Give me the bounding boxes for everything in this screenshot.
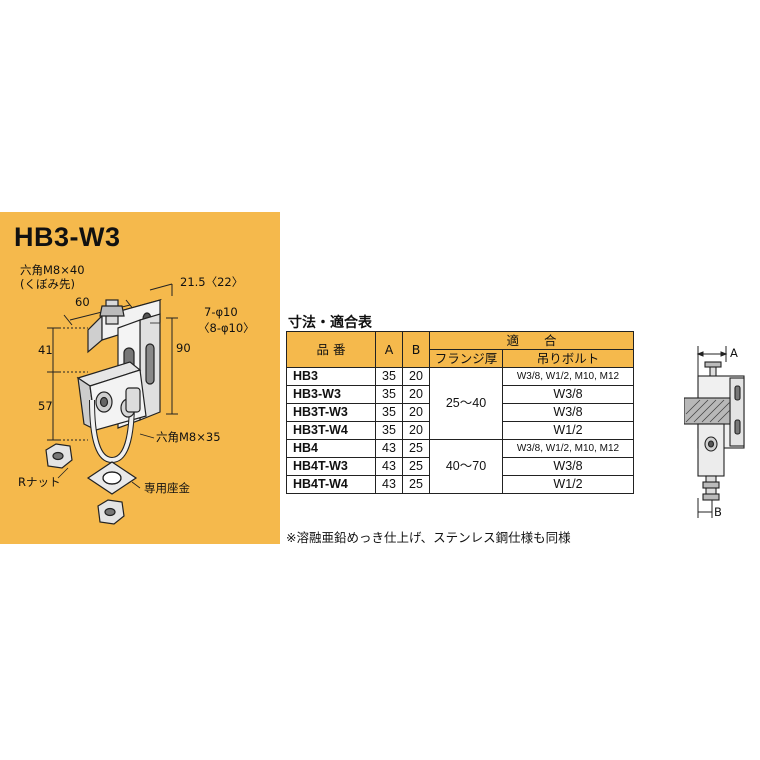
table-row: HB4 43 25 40〜70 W3/8, W1/2, M10, M12 [286, 439, 634, 494]
header-fit: 適 合 [429, 331, 634, 350]
side-label-b: B [714, 505, 722, 519]
cell-a: 35 [375, 385, 403, 404]
table-row: HB4T-W4 43 25 W1/2 [286, 475, 634, 494]
cell-flange: 25〜40 [429, 367, 503, 440]
cell-a: 43 [375, 475, 403, 494]
finish-note: ※溶融亜鉛めっき仕上げ、ステンレス鋼仕様も同様 [286, 530, 571, 545]
cell-a: 43 [375, 439, 403, 458]
cell-a: 35 [375, 421, 403, 440]
cell-bolt: W3/8, W1/2, M10, M12 [502, 439, 634, 458]
hole-count-label: 7-φ10 [204, 305, 238, 319]
dim-60-label: 60 [75, 295, 90, 309]
cell-b: 20 [402, 421, 430, 440]
cell-bolt: W1/2 [502, 475, 634, 494]
header-bolt: 吊りボルト [502, 349, 634, 368]
spec-table: 品 番 A B 適 合 フランジ厚 吊りボルト HB3 35 20 25〜40 … [286, 331, 634, 494]
cell-b: 20 [402, 403, 430, 422]
hole-count-alt-label: 〈8-φ10〉 [198, 321, 255, 335]
cell-part: HB3-W3 [286, 385, 376, 404]
header-b: B [402, 331, 430, 368]
cell-b: 25 [402, 457, 430, 476]
cell-bolt: W3/8 [502, 457, 634, 476]
bolt-spec-label: 六角M8×40 [20, 263, 85, 277]
table-row: HB3T-W4 35 20 W1/2 [286, 421, 634, 440]
cell-b: 25 [402, 475, 430, 494]
cell-bolt: W3/8 [502, 403, 634, 422]
cell-bolt: W3/8 [502, 385, 634, 404]
cell-part: HB3T-W3 [286, 403, 376, 422]
product-title: HB3-W3 [14, 222, 121, 252]
cell-b: 25 [402, 439, 430, 458]
header-flange: フランジ厚 [429, 349, 503, 368]
cell-part: HB4T-W3 [286, 457, 376, 476]
lower-bolt-label: 六角M8×35 [156, 430, 221, 444]
cell-a: 43 [375, 457, 403, 476]
table-row: HB3 35 20 25〜40 W3/8, W1/2, M10, M12 [286, 367, 634, 440]
header-part: 品 番 [286, 331, 376, 368]
cell-bolt: W3/8, W1/2, M10, M12 [502, 367, 634, 386]
cell-a: 35 [375, 403, 403, 422]
table-row: HB4T-W3 43 25 W3/8 [286, 457, 634, 476]
cell-part: HB3T-W4 [286, 421, 376, 440]
cell-bolt: W1/2 [502, 421, 634, 440]
washer-label: 専用座金 [144, 481, 190, 495]
cell-b: 20 [402, 367, 430, 386]
dim-90-label: 90 [176, 341, 191, 355]
cell-part: HB3 [286, 367, 376, 386]
cell-b: 20 [402, 385, 430, 404]
side-view-drawing [684, 346, 745, 518]
cell-a: 35 [375, 367, 403, 386]
table-title: 寸法・適合表 [288, 315, 372, 331]
side-label-a: A [730, 346, 738, 360]
header-a: A [375, 331, 403, 368]
bracket-drawing [45, 283, 178, 525]
dim-21-5-label: 21.5〈22〉 [180, 275, 244, 289]
dim-41-label: 41 [38, 343, 53, 357]
bolt-tip-label: (くぼみ先) [20, 277, 75, 291]
cell-flange: 40〜70 [429, 439, 503, 494]
dim-57-label: 57 [38, 399, 53, 413]
cell-part: HB4T-W4 [286, 475, 376, 494]
r-nut-label: Rナット [18, 475, 61, 489]
cell-part: HB4 [286, 439, 376, 458]
